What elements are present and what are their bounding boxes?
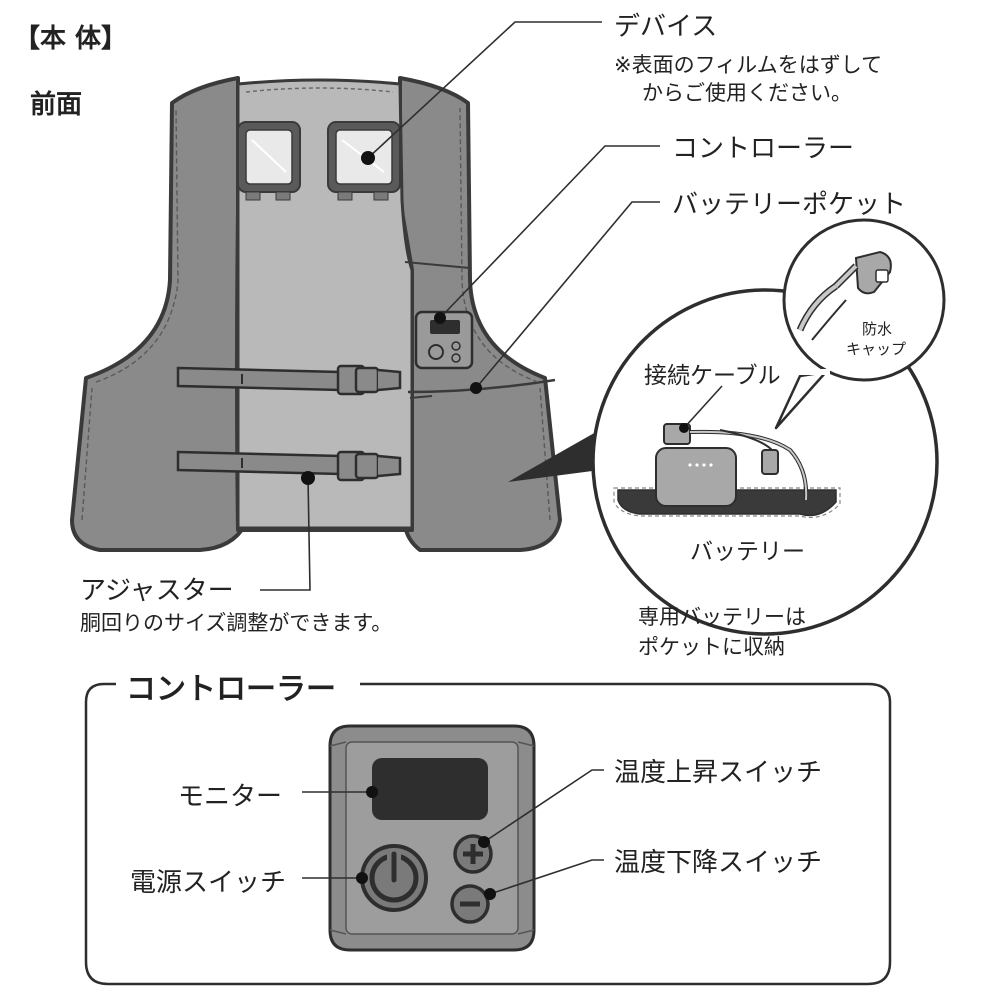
monitor-callout-dot bbox=[366, 786, 378, 798]
vest-illustration bbox=[70, 76, 562, 552]
controller-label: コントローラー bbox=[672, 134, 855, 164]
adjuster-strap-lower bbox=[176, 450, 402, 482]
monitor-label: モニター bbox=[178, 782, 283, 812]
connection-cable-label: 接続ケーブル bbox=[644, 363, 781, 389]
heating-device-left bbox=[237, 121, 301, 201]
pocket-callout-dot bbox=[470, 382, 482, 394]
battery-unit bbox=[655, 447, 737, 507]
battery-label: バッテリー bbox=[690, 539, 805, 565]
callout-dots bbox=[301, 151, 482, 485]
temp-down-callout-dot bbox=[484, 888, 496, 900]
controller-callout-dot bbox=[434, 312, 446, 324]
power-callout-dot bbox=[356, 872, 368, 884]
front-view-label: 前面 bbox=[30, 90, 83, 120]
temp-down-switch bbox=[450, 884, 490, 924]
power-switch-label: 電源スイッチ bbox=[130, 868, 287, 898]
temp-up-label: 温度上昇スイッチ bbox=[614, 758, 823, 788]
adjuster-callout-dot bbox=[301, 471, 315, 485]
temp-down-label: 温度下降スイッチ bbox=[614, 848, 823, 878]
device-callout-dot bbox=[361, 151, 375, 165]
device-note-line1: ※表面のフィルムをはずして bbox=[614, 53, 883, 77]
section-title: 【本 体】 bbox=[14, 24, 128, 54]
temp-up-callout-dot bbox=[478, 836, 490, 848]
controller-panel bbox=[84, 682, 892, 986]
power-switch bbox=[360, 844, 428, 912]
device-label: デバイス bbox=[614, 12, 718, 42]
temp-up-switch bbox=[453, 834, 493, 874]
battery-pocket-label: バッテリーポケット bbox=[672, 190, 907, 220]
battery-note-line2: ポケットに収納 bbox=[638, 635, 785, 659]
callout-lines bbox=[260, 21, 660, 591]
battery-note-line1: 専用バッテリーは bbox=[638, 605, 806, 629]
adjuster-label: アジャスター bbox=[80, 576, 234, 606]
waterproof-cap-bubble bbox=[774, 218, 946, 430]
waterproof-cap-label-line2: キャップ bbox=[846, 340, 907, 358]
device-note-line2: からご使用ください。 bbox=[642, 81, 852, 105]
waterproof-cap-label-line1: 防水 bbox=[862, 320, 893, 338]
controller-panel-title: コントローラー bbox=[118, 664, 344, 708]
adjuster-note: 胴回りのサイズ調整ができます。 bbox=[80, 611, 393, 635]
controller-device-large bbox=[328, 724, 536, 952]
monitor-screen bbox=[372, 758, 488, 820]
vest-controller-small bbox=[414, 310, 474, 370]
adjuster-strap-upper bbox=[176, 364, 402, 396]
